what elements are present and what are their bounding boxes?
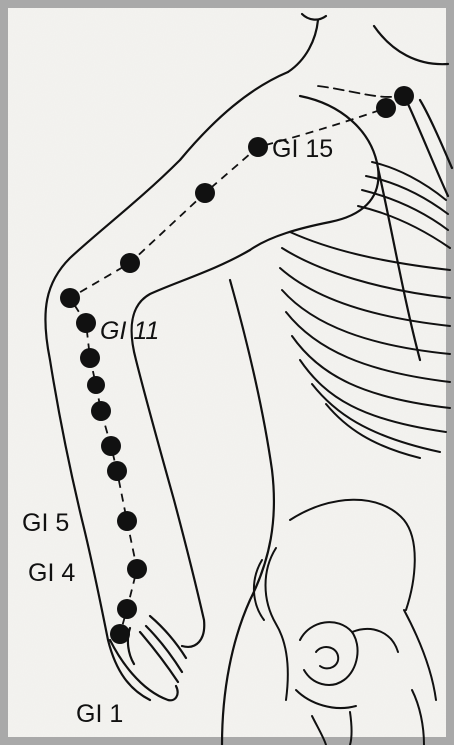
point-neck-upper	[394, 86, 414, 106]
point-upper-arm-1	[195, 183, 215, 203]
point-elbow	[60, 288, 80, 308]
point-gi5	[117, 511, 137, 531]
label-gi11: GI 11	[100, 317, 159, 345]
point-forearm-2	[87, 376, 105, 394]
point-neck-lower	[376, 98, 396, 118]
label-gi15: GI 15	[272, 135, 333, 163]
point-gi15	[248, 137, 268, 157]
label-gi5: GI 5	[22, 509, 69, 537]
point-forearm-4	[101, 436, 121, 456]
point-forearm-1	[80, 348, 100, 368]
point-forearm-3	[91, 401, 111, 421]
point-hand	[117, 599, 137, 619]
point-gi4	[127, 559, 147, 579]
point-finger	[110, 624, 130, 644]
point-upper-arm-2	[120, 253, 140, 273]
point-forearm-5	[107, 461, 127, 481]
point-gi11	[76, 313, 96, 333]
label-gi1: GI 1	[76, 700, 123, 728]
label-gi4: GI 4	[28, 559, 75, 587]
